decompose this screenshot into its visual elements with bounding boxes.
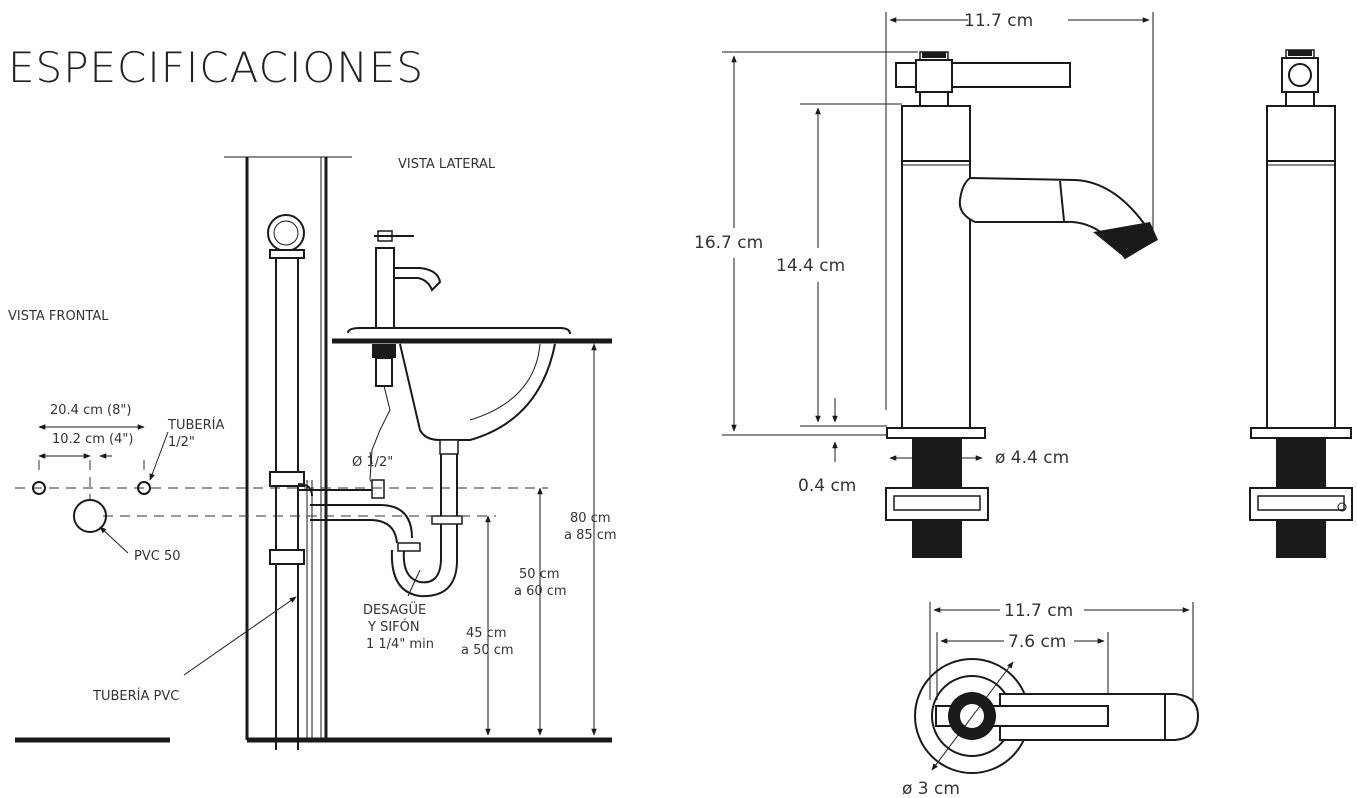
top-width-label: 11.7 cm	[1004, 601, 1073, 621]
faucet-front-view: 11.7 cm 16.7 cm 14.4 cm 0.4 cm ø 4.4 cm	[694, 11, 1158, 558]
page-title: ESPECIFICACIONES	[8, 43, 424, 92]
label-h50-2: a 60 cm	[514, 584, 567, 599]
label-desague-1: DESAGÜE	[363, 601, 426, 618]
faucet-base-diameter: ø 4.4 cm	[995, 448, 1069, 468]
label-phi-half: Ø 1/2"	[352, 455, 393, 470]
label-vista-frontal: VISTA FRONTAL	[8, 309, 109, 324]
faucet-height-body: 14.4 cm	[776, 256, 845, 276]
label-dim-10-2: 10.2 cm (4")	[52, 432, 133, 447]
installation-diagram: VISTA LATERAL VISTA FRONTAL 20.4 cm (8")…	[8, 156, 617, 750]
label-pvc50: PVC 50	[134, 549, 180, 564]
label-tuberia-half-1: TUBERÍA	[167, 417, 224, 433]
label-dim-20-4: 20.4 cm (8")	[50, 403, 131, 418]
label-tuberia-half-2: 1/2"	[168, 435, 195, 450]
label-desague-3: 1 1/4" min	[366, 637, 434, 652]
label-desague-2: Y SIFÓN	[367, 619, 420, 635]
label-h80-2: a 85 cm	[564, 528, 617, 543]
faucet-height-total: 16.7 cm	[694, 233, 763, 253]
label-vista-lateral: VISTA LATERAL	[398, 157, 496, 172]
top-handle-label: 7.6 cm	[1008, 632, 1066, 652]
label-h45-2: a 50 cm	[461, 643, 514, 658]
faucet-top-view: 11.7 cm 7.6 cm ø 3 cm	[902, 601, 1200, 798]
faucet-side-view	[1249, 49, 1353, 558]
label-tuberia-pvc: TUBERÍA PVC	[92, 688, 179, 704]
label-h45-1: 45 cm	[466, 626, 507, 641]
top-diameter-label: ø 3 cm	[902, 779, 960, 798]
pipe-top-circle	[267, 214, 305, 252]
hole-left	[32, 481, 46, 495]
label-h50-1: 50 cm	[519, 567, 560, 582]
hole-pvc	[73, 499, 107, 533]
faucet-base-thickness: 0.4 cm	[798, 476, 856, 496]
faucet-width-label: 11.7 cm	[964, 11, 1033, 31]
hole-right	[137, 481, 151, 495]
label-h80-1: 80 cm	[570, 511, 611, 526]
